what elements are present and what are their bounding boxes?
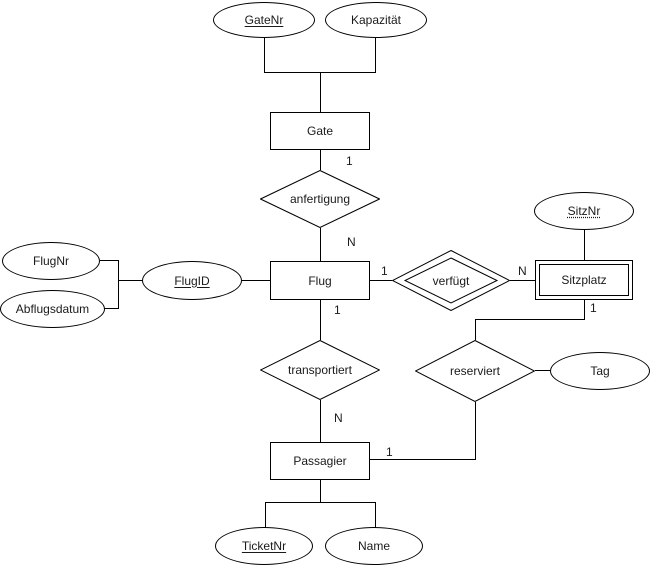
attribute-name: Name xyxy=(325,527,423,565)
edge-sitzplatz-elbow-v1 xyxy=(584,300,585,319)
attribute-abflugsdatum-label: Abflugsdatum xyxy=(15,302,90,316)
cardinality-anfertigung-flug: N xyxy=(347,235,356,249)
cardinality-gate-anfertigung: 1 xyxy=(346,154,353,168)
edge-flug-transportiert xyxy=(320,300,321,340)
entity-gate-label: Gate xyxy=(306,124,333,138)
attribute-gatenr-label: GateNr xyxy=(244,13,284,27)
attribute-flugnr: FlugNr xyxy=(2,242,100,280)
edge-verfuegt-sitzplatz xyxy=(510,280,535,281)
relationship-anfertigung-label: anfertigung xyxy=(289,192,351,206)
relationship-transportiert: transportiert xyxy=(260,340,380,400)
entity-gate: Gate xyxy=(270,112,370,150)
attribute-kapazitaet-label: Kapazität xyxy=(350,13,402,27)
diamond-shape xyxy=(260,340,380,400)
attribute-kapazitaet: Kapazität xyxy=(325,2,427,38)
entity-sitzplatz: Sitzplatz xyxy=(535,260,633,300)
attribute-sitznr: SitzNr xyxy=(534,192,634,230)
attribute-sitznr-label: SitzNr xyxy=(567,204,601,218)
relationship-transportiert-label: transportiert xyxy=(287,363,353,377)
attribute-ticketnr: TicketNr xyxy=(215,527,313,565)
attribute-abflugsdatum: Abflugsdatum xyxy=(0,290,105,328)
cardinality-verfuegt-sitzplatz: N xyxy=(518,264,527,278)
cardinality-reserviert-passagier: 1 xyxy=(386,445,393,459)
edge-reserviert-tag xyxy=(535,370,550,371)
edge-sitzplatz-elbow-h xyxy=(475,319,585,320)
relationship-reserviert: reserviert xyxy=(415,340,535,402)
attribute-ticketnr-label: TicketNr xyxy=(241,539,287,553)
edge-bracket-name xyxy=(375,502,376,528)
edge-gate-anfertigung xyxy=(320,150,321,170)
attribute-flugnr-label: FlugNr xyxy=(32,254,69,268)
edge-flugnr-bracket xyxy=(100,260,119,261)
diamond-shape xyxy=(415,340,535,402)
entity-passagier-label: Passagier xyxy=(293,454,347,468)
relationship-verfuegt-label: verfügt xyxy=(432,273,470,288)
entity-flug: Flug xyxy=(270,261,370,300)
relationship-reserviert-label: reserviert xyxy=(449,364,500,378)
attribute-flugid: FlugID xyxy=(142,261,242,300)
cardinality-flug-verfuegt: 1 xyxy=(381,264,388,278)
edge-passagier-bracket xyxy=(320,480,321,502)
edge-bracket-gate xyxy=(320,72,321,112)
edge-bracket-ticketnr xyxy=(265,502,266,528)
cardinality-sitzplatz-reserviert: 1 xyxy=(590,301,597,315)
edge-transportiert-passagier xyxy=(320,400,321,442)
entity-passagier: Passagier xyxy=(270,442,370,480)
edge-elbow-reserviert xyxy=(475,319,476,340)
attribute-tag-label: Tag xyxy=(590,364,610,378)
relationship-anfertigung: anfertigung xyxy=(260,170,380,228)
attribute-name-label: Name xyxy=(357,539,390,553)
edge-abflugsdatum-bracket xyxy=(104,308,119,309)
entity-sitzplatz-label: Sitzplatz xyxy=(561,273,607,287)
edge-sitznr-sitzplatz xyxy=(584,230,585,260)
edge-flug-attrs-bracket-v xyxy=(118,260,119,309)
entity-flug-label: Flug xyxy=(308,273,332,288)
relationship-verfuegt: verfügt xyxy=(392,250,510,311)
edge-flugid-flug xyxy=(242,280,270,281)
edge-passagier-attrs-bracket xyxy=(265,502,376,503)
edge-anfertigung-flug xyxy=(320,228,321,261)
weak-diamond-shape xyxy=(392,250,510,311)
edge-bracket-flugid xyxy=(118,280,143,281)
edge-flug-verfuegt xyxy=(370,280,392,281)
edge-gatenr-bracket xyxy=(264,38,265,72)
attribute-gatenr: GateNr xyxy=(213,2,315,38)
cardinality-flug-transportiert: 1 xyxy=(334,303,341,317)
attribute-flugid-label: FlugID xyxy=(174,273,210,288)
cardinality-transportiert-passagier: N xyxy=(334,411,343,425)
weak-entity-inner-border xyxy=(539,264,629,296)
attribute-tag: Tag xyxy=(550,352,650,390)
edge-elbow-passagier xyxy=(370,459,476,460)
edge-kapazitaet-bracket xyxy=(375,38,376,72)
diamond-shape xyxy=(260,170,380,228)
edge-reserviert-elbow-v xyxy=(475,402,476,460)
